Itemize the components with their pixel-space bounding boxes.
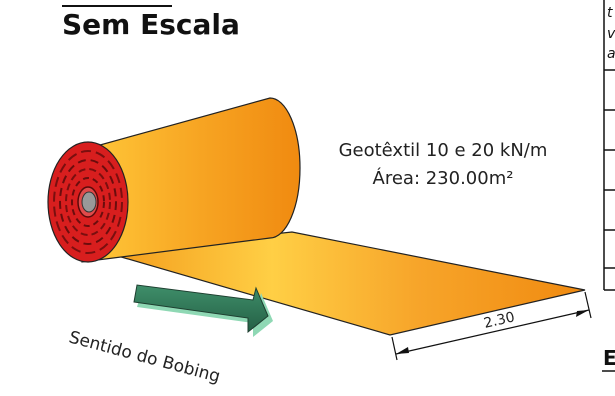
product-name: Geotêxtil 10 e 20 kN/m: [339, 140, 548, 161]
panel-fragment-letter: v: [607, 26, 615, 42]
panel-fragment-letter: a: [607, 46, 615, 62]
roll-end-face: [47, 141, 129, 263]
product-area: Área: 230.00m²: [373, 167, 514, 189]
dimension-arrowhead: [396, 347, 409, 354]
roll-body: [81, 97, 301, 263]
right-panel: t v a E: [602, 0, 615, 372]
dimension-extension-line: [584, 291, 592, 319]
dimension-extension-line: [391, 336, 398, 361]
dimension-arrowhead: [576, 310, 589, 317]
direction-label: Sentido do Bobing: [67, 328, 223, 388]
winding-direction-arrow: [133, 284, 273, 337]
dimension-line: [395, 309, 590, 355]
page-title: Sem Escala: [62, 8, 240, 41]
panel-section-letter: E: [603, 346, 615, 370]
width-dimension-label: 2.30: [482, 309, 516, 332]
width-dimension: [391, 291, 592, 361]
panel-fragment-letter: t: [607, 5, 613, 21]
